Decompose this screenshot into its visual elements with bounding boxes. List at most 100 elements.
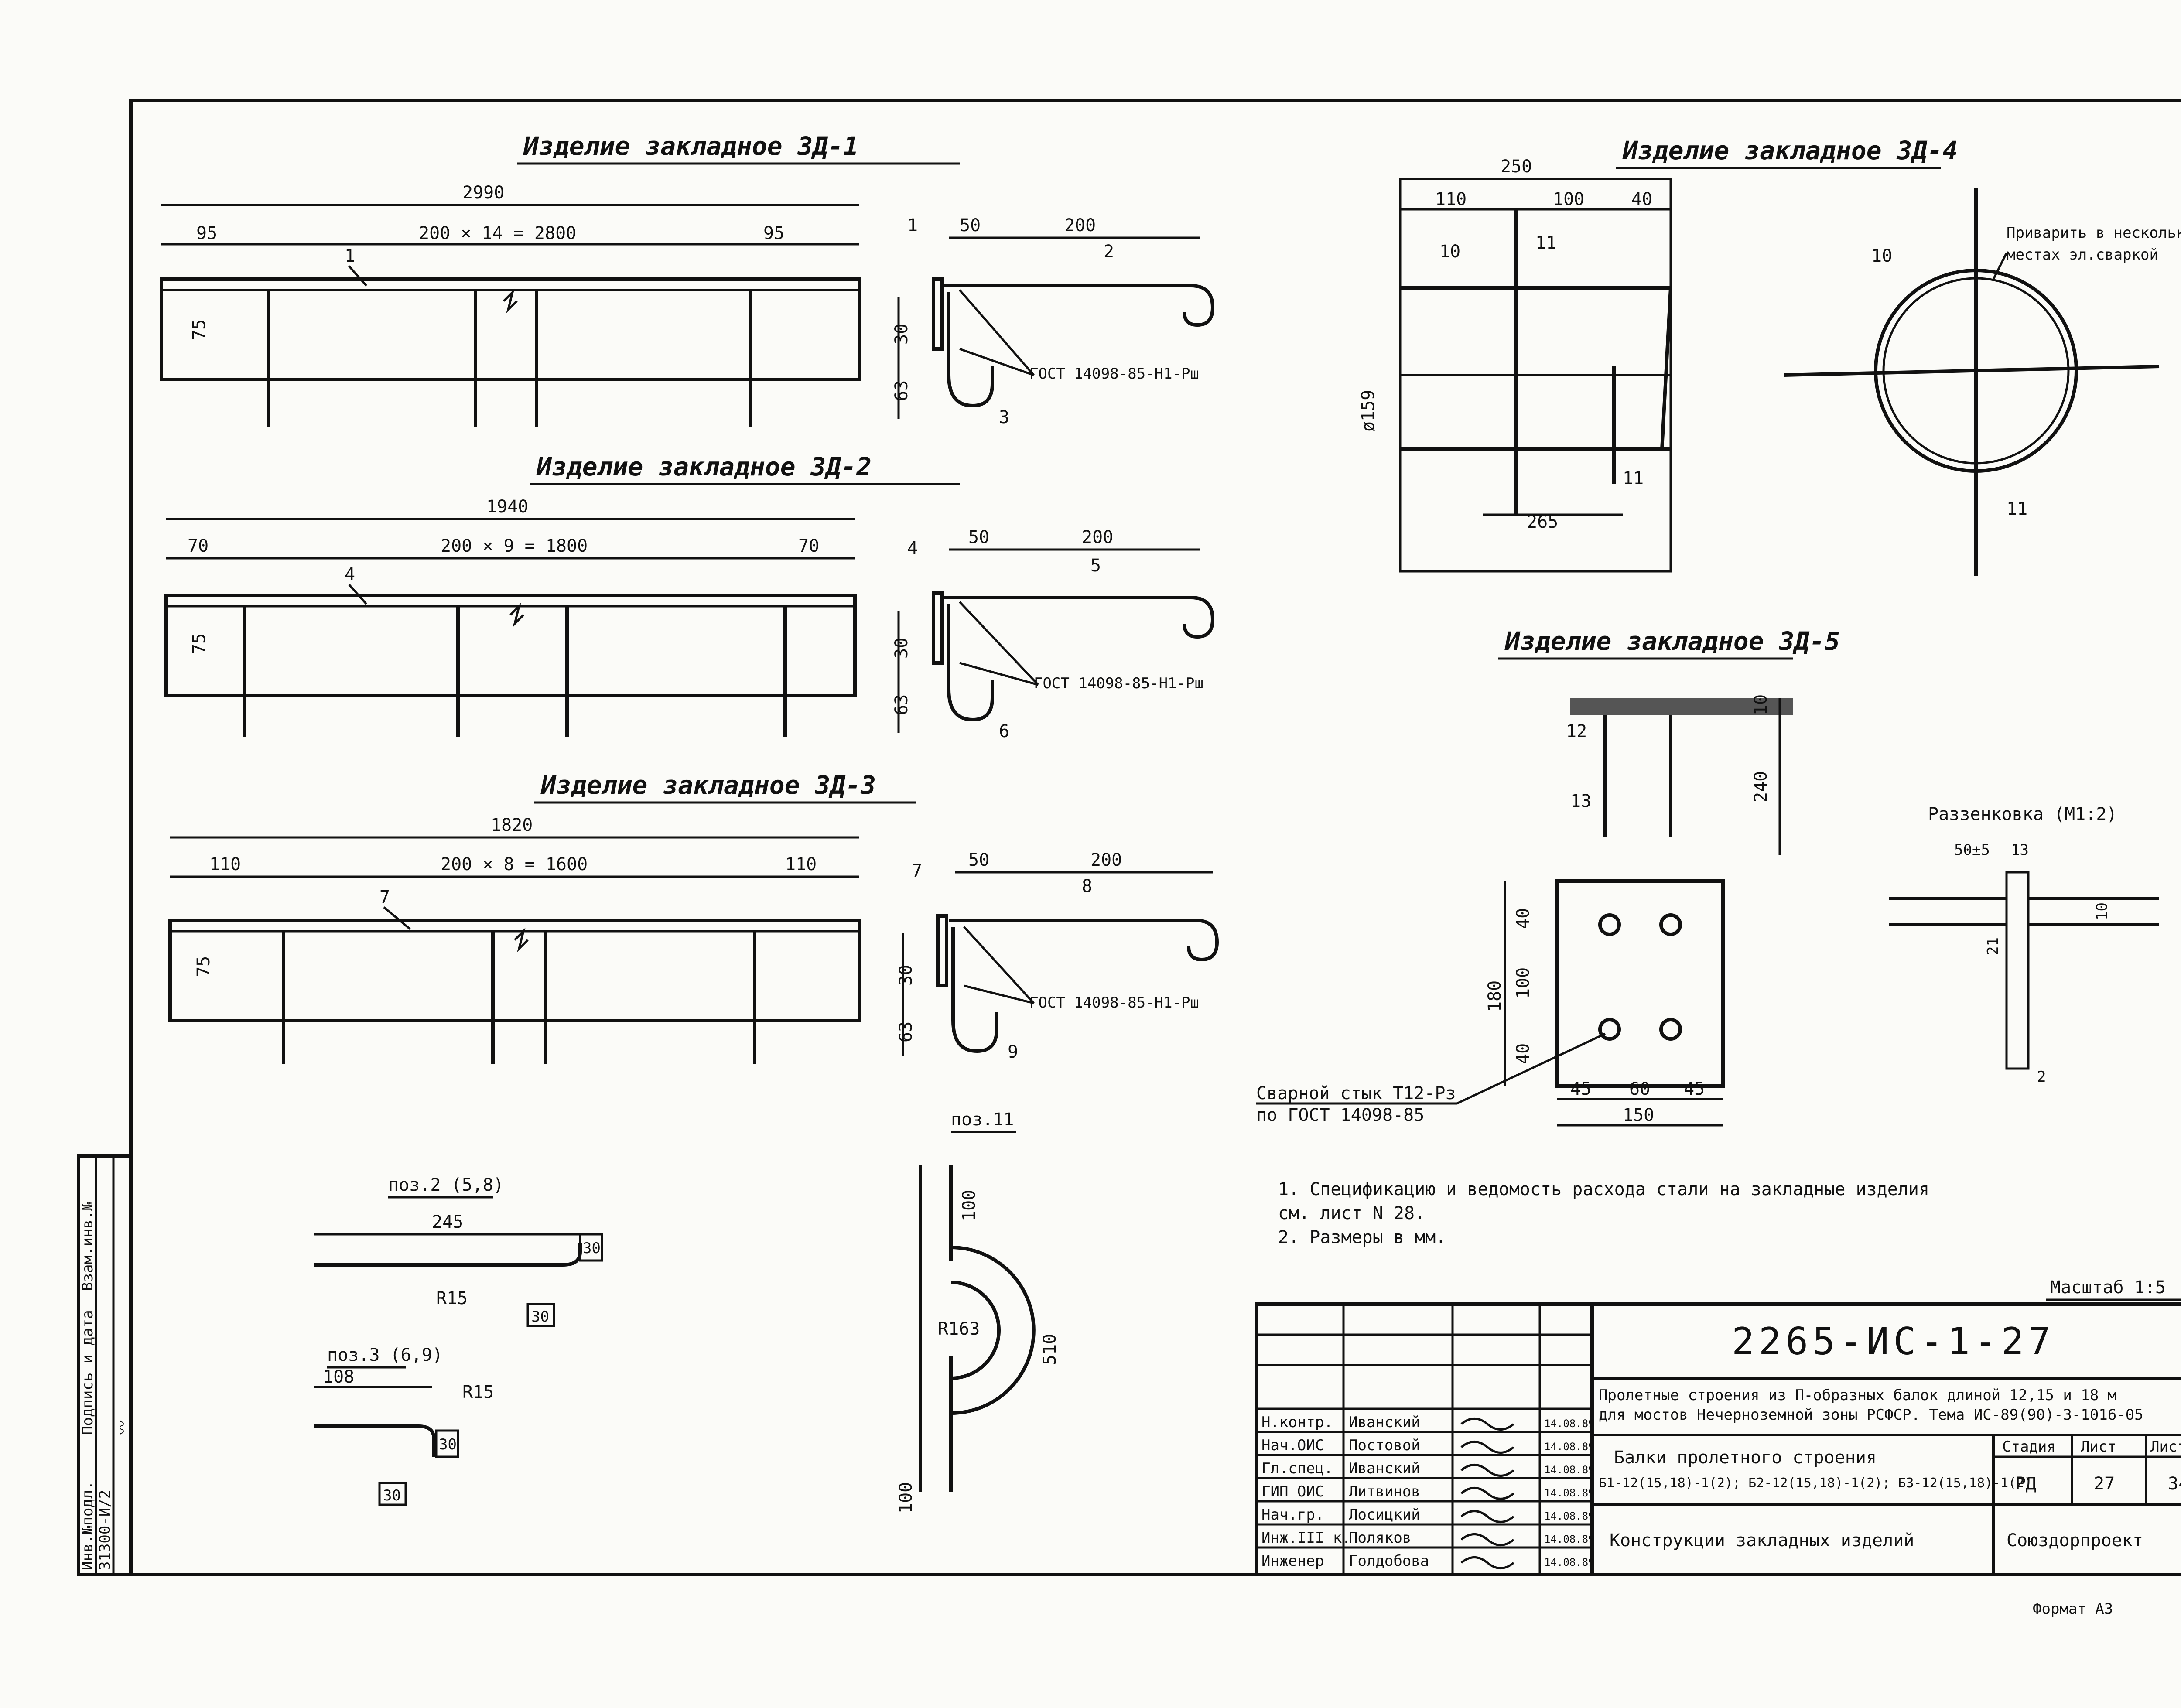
zd1-left-dim: 95 <box>196 223 217 243</box>
zd5-plate-plan <box>1555 879 1725 1088</box>
zd4-d1: 110 <box>1435 189 1467 209</box>
zd2-section: 4 50 200 5 ГОСТ 14098-85-Н1-Рш 6 30 63 <box>892 527 1215 741</box>
zd5-h180: 180 <box>1485 980 1505 1012</box>
sec2-pos-c: 6 <box>999 721 1009 741</box>
tb-hdr-stage: Стадия <box>2002 1438 2056 1455</box>
zd1-middle-dim: 200 × 14 = 2800 <box>419 223 576 243</box>
sec1-pos-a: 1 <box>907 215 918 236</box>
pos3-h: 30 <box>439 1436 457 1453</box>
tb-stage: РД <box>2015 1474 2036 1494</box>
razz-b: 13 <box>2011 841 2029 859</box>
left-strip: Инв.№подл. Подпись и дата Взам.инв.№ 313… <box>77 1154 133 1576</box>
strip-replace-label: Взам.инв.№ <box>79 1202 96 1291</box>
tb-role-3: ГИП ОИС <box>1261 1483 1324 1500</box>
sec3-h2: 63 <box>896 1021 916 1042</box>
strip-inv-number: 31300-И/2 <box>96 1490 114 1570</box>
zd2-plate <box>164 594 857 697</box>
sec2-pos-b: 5 <box>1090 556 1101 576</box>
zd4-d3: 40 <box>1631 189 1652 209</box>
zd2-right-dim: 70 <box>798 536 819 556</box>
zd5-b150: 150 <box>1623 1105 1654 1125</box>
general-notes: 1. Спецификацию и ведомость расхода стал… <box>1278 1179 1929 1247</box>
zd4-title: Изделие закладное ЗД-4 <box>1622 136 1958 165</box>
zd4-note-line2: местах эл.сваркой <box>2007 246 2158 263</box>
zd4-d2: 100 <box>1553 189 1584 209</box>
zd5-weld-line1: Сварной стык Т12-Рз <box>1256 1083 1456 1103</box>
zd1-title: Изделие закладное ЗД-1 <box>523 131 858 161</box>
tb-sheet: 27 <box>2094 1474 2115 1494</box>
sec3-pos-a: 7 <box>912 861 922 881</box>
tb-role-2: Гл.спец. <box>1261 1460 1333 1477</box>
zd4-diameter: ø159 <box>1358 390 1378 432</box>
format-label: Формат А3 <box>2033 1600 2113 1618</box>
zd2-overall-dim: 1940 <box>486 497 528 517</box>
tb-project-line1: Пролетные строения из П-образных балок д… <box>1599 1387 2116 1404</box>
tb-doc-number: 2265-ИС-1-27 <box>1732 1320 2055 1363</box>
tb-role-1: Нач.ОИС <box>1261 1437 1324 1454</box>
zd2-height-dim: 75 <box>189 633 209 654</box>
zd3-right-dim: 110 <box>785 854 817 874</box>
sec2-pos-a: 4 <box>907 538 918 558</box>
zd5-plate-section <box>1570 698 1793 715</box>
tb-date-5: 14.08.89 <box>1544 1533 1595 1545</box>
strip-sign-label: Подпись и дата <box>79 1310 96 1435</box>
pos2-radius: R15 <box>436 1288 468 1308</box>
tb-role-6: Инженер <box>1261 1552 1324 1570</box>
pos11-radius: R163 <box>938 1319 980 1339</box>
zd2-middle-dim: 200 × 9 = 1800 <box>441 536 588 556</box>
tb-name-3: Литвинов <box>1349 1483 1420 1500</box>
tb-date-6: 14.08.89 <box>1544 1556 1595 1568</box>
strip-inv-label: Инв.№подл. <box>79 1481 96 1570</box>
pos3-title: поз.3 (6,9) <box>327 1345 443 1365</box>
tb-hdr-sheet: Лист <box>2081 1438 2116 1455</box>
zd2-pos-bar: 4 <box>345 564 355 584</box>
zd2-title: Изделие закладное ЗД-2 <box>536 452 872 482</box>
sec3-w2: 200 <box>1090 850 1122 870</box>
pos2-h: 30 <box>583 1240 601 1257</box>
tb-name-5: Поляков <box>1349 1529 1411 1547</box>
zd1-pos-bar: 1 <box>345 246 355 266</box>
tb-date-1: 14.08.89 <box>1544 1441 1595 1453</box>
pos11-detail: поз.11 100 R163 510 100 <box>896 1110 1060 1513</box>
zd5-v40a: 40 <box>1513 908 1533 929</box>
tb-project-line2: для мостов Нечерноземной зоны РСФСР. Тем… <box>1599 1406 2143 1424</box>
razz-c: 10 <box>2093 902 2111 920</box>
zd3-title: Изделие закладное ЗД-3 <box>540 770 876 800</box>
zd1-plate <box>160 277 861 381</box>
zd5-title: Изделие закладное ЗД-5 <box>1504 626 1840 656</box>
pos2-len: 245 <box>432 1212 463 1232</box>
pos11-top: 100 <box>959 1190 979 1221</box>
zd4-circle-pos11: 11 <box>2007 499 2027 519</box>
sec2-gost: ГОСТ 14098-85-Н1-Рш <box>1034 675 1203 692</box>
zd4-pos11-bottom: 11 <box>1623 468 1644 488</box>
zd3-drawing: Изделие закладное ЗД-3 1820 110 200 × 8 … <box>168 770 916 1064</box>
zd4-pos10: 10 <box>1439 242 1460 262</box>
zd5-drawing: Изделие закладное ЗД-5 12 13 10 240 180 … <box>1256 626 1840 1127</box>
zd1-height-dim: 75 <box>189 319 209 340</box>
sec3-pos-c: 9 <box>1008 1042 1018 1062</box>
note-1-cont: см. лист N 28. <box>1278 1203 1425 1223</box>
tb-sheets: 34 <box>2168 1474 2181 1494</box>
sec1-h1: 30 <box>892 324 912 345</box>
pos3-radius: R15 <box>462 1382 494 1402</box>
sec1-w2: 200 <box>1064 215 1096 236</box>
tb-date-0: 14.08.89 <box>1544 1418 1595 1430</box>
zd5-pos13: 13 <box>1570 791 1591 811</box>
zd5-t10: 10 <box>1751 694 1771 715</box>
pos2-detail: поз.2 (5,8) 245 R15 30 30 <box>314 1175 603 1327</box>
tb-name-2: Иванский <box>1349 1460 1420 1477</box>
tb-name-6: Голдобова <box>1349 1552 1429 1570</box>
sec1-gost: ГОСТ 14098-85-Н1-Рш <box>1029 365 1199 383</box>
note-1: 1. Спецификацию и ведомость расхода стал… <box>1278 1179 1929 1199</box>
pos11-width: 510 <box>1040 1334 1060 1365</box>
razz-a: 50±5 <box>1954 841 1990 859</box>
zd4-drawing: Изделие закладное ЗД-4 250 110 100 40 ø1… <box>1358 136 2181 576</box>
sec3-w1: 50 <box>968 850 989 870</box>
zd2-drawing: Изделие закладное ЗД-2 1940 70 200 × 9 =… <box>164 452 960 737</box>
tb-hdr-sheets: Листов <box>2150 1438 2181 1455</box>
tb-date-4: 14.08.89 <box>1544 1510 1595 1522</box>
zd3-plate <box>168 919 861 1022</box>
sec2-w2: 200 <box>1082 527 1113 547</box>
scale-label: Масштаб 1:5 <box>2050 1278 2166 1298</box>
